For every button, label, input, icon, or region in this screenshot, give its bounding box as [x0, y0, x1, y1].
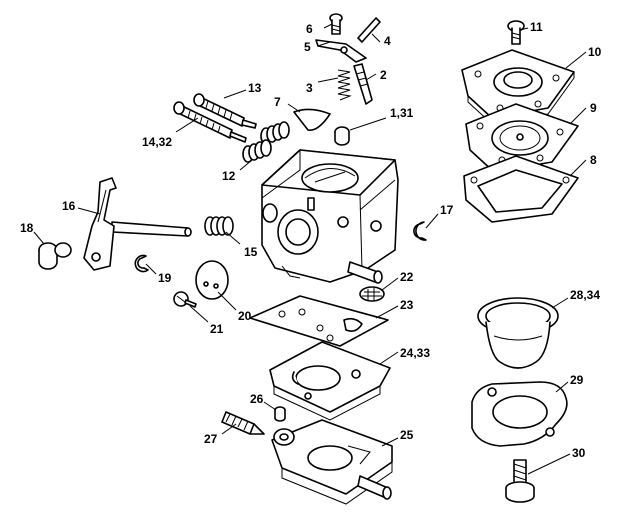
part-9-diaphragm [465, 103, 579, 173]
part-17-clip [413, 221, 427, 241]
part-28-pump-bulb [477, 297, 559, 369]
part-24-diaphragm [269, 341, 391, 421]
part-10-cover [461, 49, 575, 125]
part-3-spring [337, 69, 352, 101]
part-number-labels: 6 5 4 3 2 7 1,31 13 14,32 12 15 16 18 19… [20, 20, 602, 460]
part-11-screw [507, 20, 525, 45]
label-part-6: 6 [306, 22, 313, 36]
label-part-30: 30 [572, 446, 586, 460]
label-part-18: 18 [20, 221, 34, 235]
leader-lines [33, 23, 587, 475]
label-part-22: 22 [400, 270, 414, 284]
label-part-29: 29 [570, 373, 584, 387]
part-21-screw [173, 291, 197, 308]
part-6-screw [329, 13, 343, 35]
label-part-15: 15 [244, 245, 258, 259]
part-27-needle [221, 411, 265, 435]
label-part-13: 13 [248, 81, 262, 95]
part-19-clip [134, 254, 149, 273]
part-25-pump-body [271, 419, 393, 505]
carburetor-body [261, 149, 399, 284]
label-part-19: 19 [158, 271, 172, 285]
part-4-pin [357, 17, 381, 43]
label-part-7: 7 [274, 95, 281, 109]
part-5-lever [315, 39, 367, 63]
label-part-11: 11 [530, 20, 543, 34]
label-part-9: 9 [590, 101, 597, 115]
label-part-2: 2 [380, 68, 387, 82]
part-29-retainer-flange [471, 381, 568, 447]
part-2-needle [353, 63, 373, 105]
part-12-spring-lower [242, 139, 272, 163]
label-part-27: 27 [204, 432, 218, 446]
part-14-adjusting-screw [173, 101, 247, 143]
part-12-spring-upper [260, 121, 290, 145]
label-part-17: 17 [440, 203, 454, 217]
label-part-23: 23 [400, 298, 414, 312]
part-30-screw [505, 459, 535, 503]
label-part-5: 5 [304, 40, 311, 54]
label-part-10: 10 [588, 45, 602, 59]
label-part-4: 4 [384, 34, 391, 48]
label-part-28-34: 28,34 [570, 288, 600, 302]
part-22-strainer [359, 286, 385, 302]
part-13-adjusting-screw [193, 93, 257, 129]
label-part-1-31: 1,31 [390, 106, 414, 120]
label-part-14-32: 14,32 [142, 135, 172, 149]
part-26-pin [274, 406, 286, 422]
label-part-26: 26 [250, 392, 264, 406]
label-part-21: 21 [210, 322, 224, 336]
part-7-diaphragm-pad [293, 108, 331, 131]
label-part-16: 16 [62, 199, 76, 213]
part-15-spring [204, 216, 234, 236]
part-20-throttle-plate [195, 260, 229, 300]
part-16-throttle-shaft [83, 177, 192, 271]
label-part-25: 25 [400, 428, 414, 442]
label-part-3: 3 [306, 81, 313, 95]
part-1-bush [334, 126, 350, 146]
part-8-gasket [463, 155, 579, 223]
label-part-20: 20 [238, 309, 252, 323]
label-part-24-33: 24,33 [400, 346, 430, 360]
label-part-8: 8 [590, 153, 597, 167]
part-23-gasket [249, 295, 389, 347]
part-18-bush [38, 242, 72, 270]
label-part-12: 12 [222, 169, 236, 183]
